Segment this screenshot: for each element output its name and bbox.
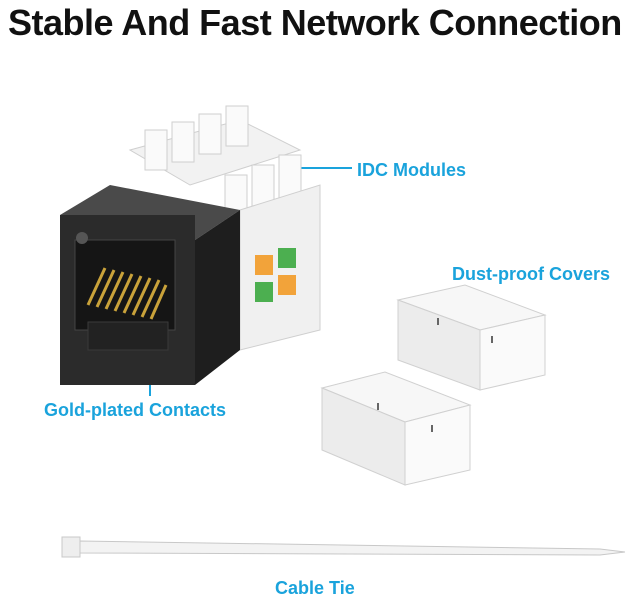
idc-modules-label: IDC Modules — [357, 160, 467, 180]
gold-contacts — [86, 267, 168, 320]
dust-proof-cover-2 — [320, 371, 472, 486]
dust-proof-covers-label: Dust-proof Covers — [452, 264, 611, 284]
dust-proof-cover-1 — [396, 284, 547, 391]
keystone-jack-body — [60, 185, 240, 385]
idc-modules — [128, 105, 321, 351]
cable-tie — [61, 536, 626, 558]
page-title: Stable And Fast Network Connection — [8, 2, 622, 43]
gold-plated-contacts-label: Gold-plated Contacts — [44, 400, 227, 420]
cable-tie-label: Cable Tie — [275, 578, 355, 598]
